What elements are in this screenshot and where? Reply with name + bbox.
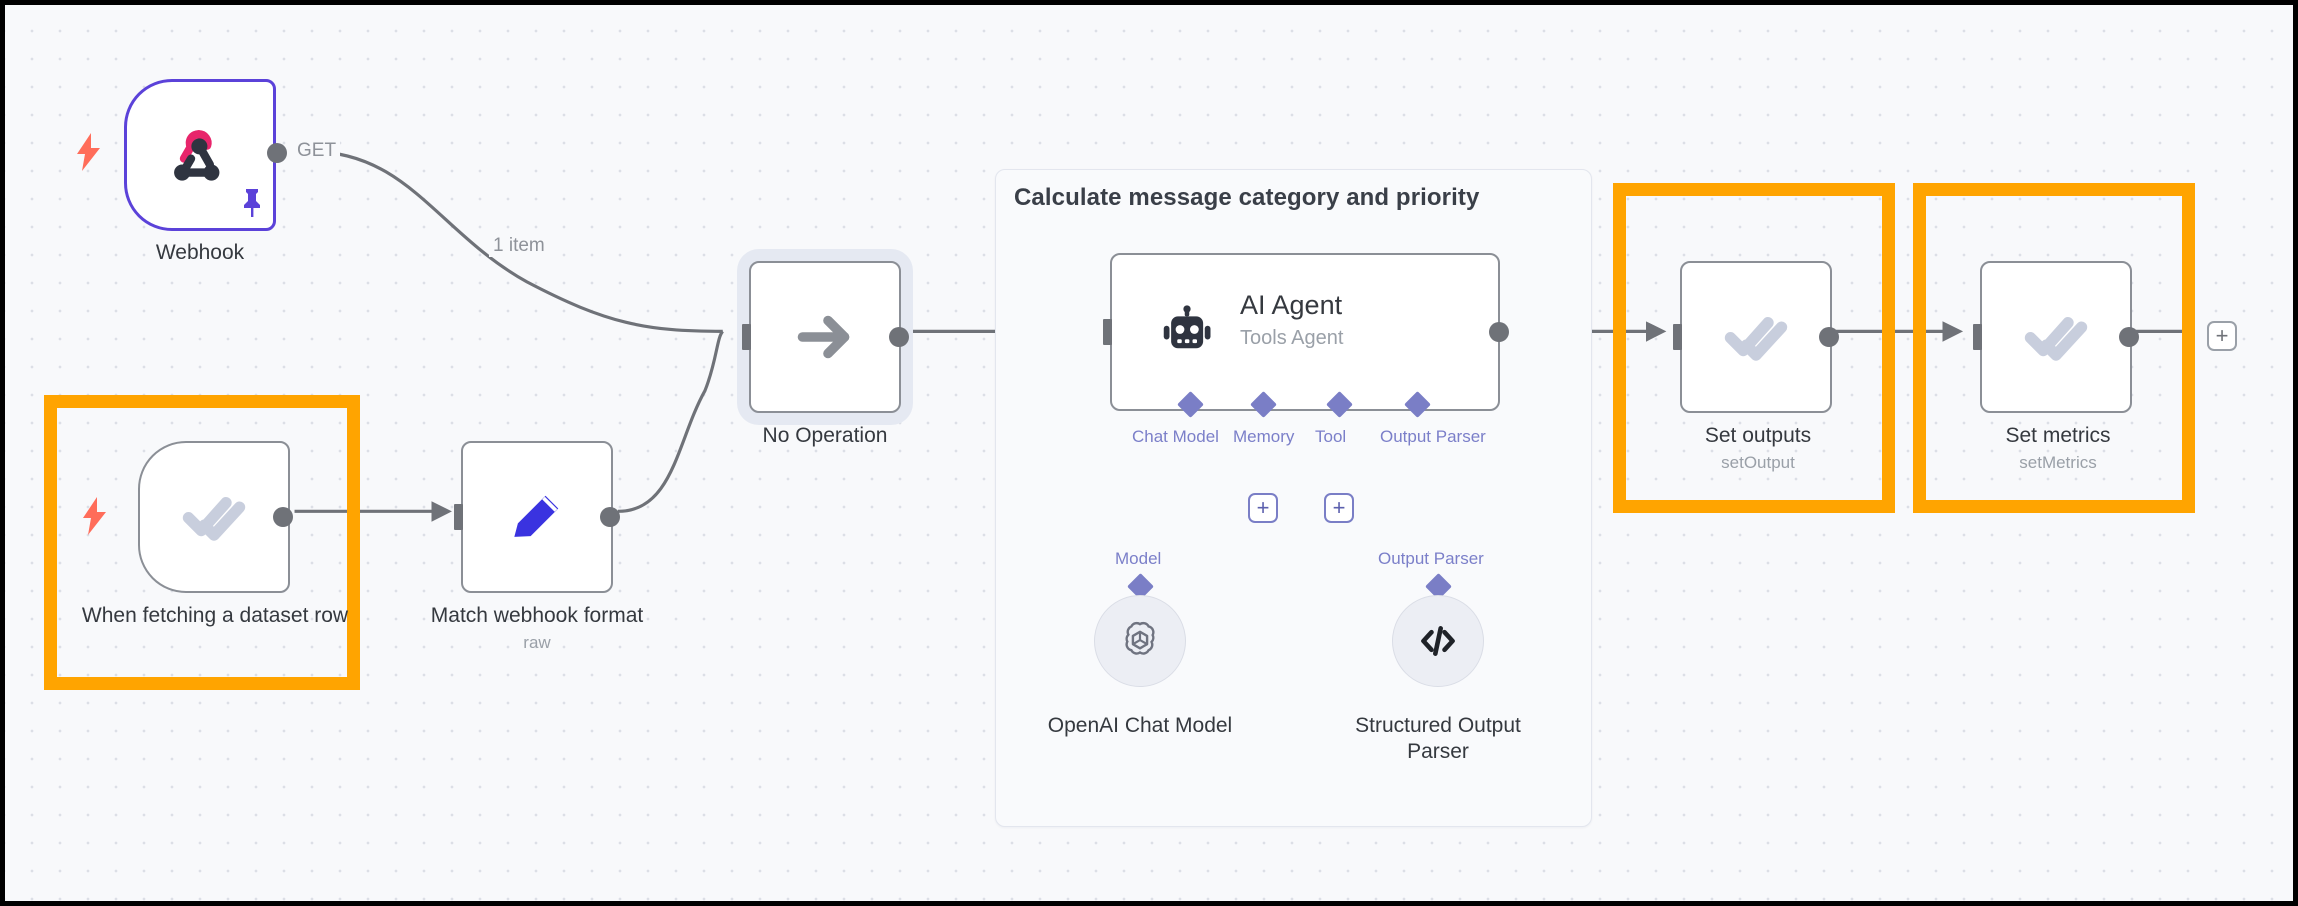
add-node-button-end[interactable]: + bbox=[2207, 321, 2237, 351]
node-sublabel-set-outputs: setOutput bbox=[1721, 453, 1795, 472]
node-match-webhook-format[interactable] bbox=[461, 441, 613, 593]
node-ai-agent[interactable]: AI Agent Tools Agent bbox=[1110, 253, 1500, 411]
node-sublabel-match-webhook-format: raw bbox=[523, 633, 551, 652]
arrow-right-icon bbox=[789, 301, 861, 373]
node-label-set-outputs: Set outputs bbox=[1704, 424, 1812, 447]
node-label-match-webhook-format: Match webhook format bbox=[430, 604, 644, 627]
connection-item-count-label: 1 item bbox=[489, 235, 549, 257]
pin-icon-webhook[interactable] bbox=[241, 188, 263, 218]
double-check-icon-dataset bbox=[178, 481, 250, 553]
sticky-note-title: Calculate message category and priority bbox=[1014, 184, 1480, 211]
port-label-chat-model: Chat Model bbox=[1132, 427, 1219, 446]
highlight-frame-dataset-row bbox=[44, 395, 360, 690]
output-port-no-operation[interactable] bbox=[889, 327, 909, 347]
output-port-match-webhook-format[interactable] bbox=[600, 507, 620, 527]
add-memory-button[interactable]: + bbox=[1248, 493, 1278, 523]
robot-icon bbox=[1158, 302, 1218, 362]
connection-label-get: GET bbox=[293, 140, 341, 162]
webhook-icon bbox=[163, 118, 237, 192]
input-port-match-webhook-format[interactable] bbox=[454, 504, 463, 530]
connection-match-to-noop[interactable] bbox=[617, 330, 725, 513]
openai-icon bbox=[1117, 618, 1163, 664]
trigger-bolt-icon-webhook bbox=[75, 133, 101, 171]
double-check-icon-set-outputs bbox=[1720, 301, 1792, 373]
input-port-set-metrics[interactable] bbox=[1973, 324, 1982, 350]
output-port-dataset-row[interactable] bbox=[273, 507, 293, 527]
node-label-webhook: Webhook bbox=[155, 241, 245, 264]
connection-webhook-to-noop[interactable] bbox=[309, 149, 723, 333]
output-port-ai-agent[interactable] bbox=[1489, 322, 1509, 342]
port-label-tool: Tool bbox=[1315, 427, 1347, 446]
node-when-fetching-dataset-row[interactable] bbox=[138, 441, 290, 593]
node-webhook[interactable] bbox=[124, 79, 276, 231]
node-set-metrics[interactable] bbox=[1980, 261, 2132, 413]
double-check-icon-set-metrics bbox=[2020, 301, 2092, 373]
output-port-set-metrics[interactable] bbox=[2119, 327, 2139, 347]
input-port-set-outputs[interactable] bbox=[1673, 324, 1682, 350]
pencil-icon bbox=[503, 483, 571, 551]
output-port-set-outputs[interactable] bbox=[1819, 327, 1839, 347]
connector-label-output-parser: Output Parser bbox=[1378, 549, 1484, 568]
connector-label-model: Model bbox=[1115, 549, 1162, 568]
code-brackets-icon bbox=[1415, 618, 1461, 664]
node-sublabel-set-metrics: setMetrics bbox=[2019, 453, 2097, 472]
port-label-output-parser: Output Parser bbox=[1380, 427, 1486, 446]
node-structured-output-parser[interactable] bbox=[1392, 595, 1484, 687]
node-sublabel-ai-agent: Tools Agent bbox=[1240, 326, 1344, 349]
add-tool-button[interactable]: + bbox=[1324, 493, 1354, 523]
node-label-when-fetching-dataset-row: When fetching a dataset row bbox=[81, 604, 349, 627]
node-label-openai-chat-model: OpenAI Chat Model bbox=[1047, 714, 1233, 737]
output-port-webhook[interactable] bbox=[267, 143, 287, 163]
input-port-ai-agent[interactable] bbox=[1103, 319, 1112, 345]
node-openai-chat-model[interactable] bbox=[1094, 595, 1186, 687]
trigger-bolt-icon-dataset-row bbox=[81, 497, 107, 535]
node-label-no-operation: No Operation bbox=[762, 424, 888, 447]
node-set-outputs[interactable] bbox=[1680, 261, 1832, 413]
node-label-ai-agent: AI Agent bbox=[1240, 290, 1343, 320]
highlight-frame-set-metrics bbox=[1913, 183, 2195, 513]
node-label-set-metrics: Set metrics bbox=[2005, 424, 2111, 447]
highlight-frame-set-outputs bbox=[1613, 183, 1895, 513]
input-port-no-operation[interactable] bbox=[742, 324, 751, 350]
port-label-memory: Memory bbox=[1233, 427, 1295, 446]
node-no-operation[interactable] bbox=[749, 261, 901, 413]
node-label-structured-output-parser: Structured Output Parser bbox=[1355, 714, 1521, 764]
